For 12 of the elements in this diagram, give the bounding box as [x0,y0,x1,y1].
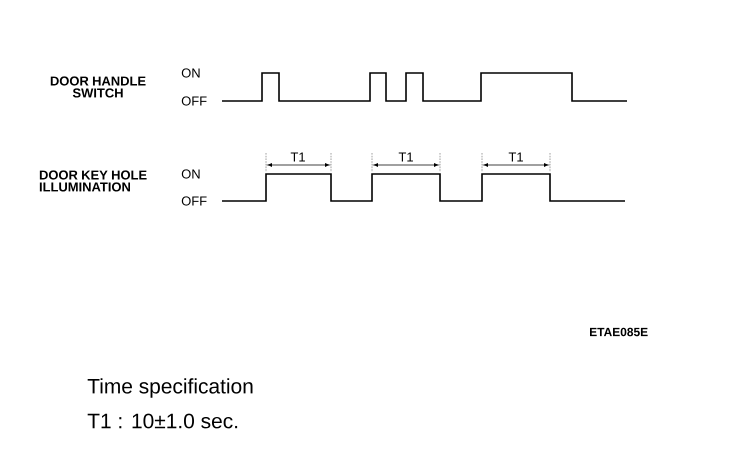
level-label: ON [182,169,200,179]
signal-name: DOOR KEY HOLE ILLUMINATION [40,170,147,192]
duration-label: T1 [508,152,523,162]
level-label: OFF [182,196,207,206]
note-text: Time specification [88,378,252,398]
duration-label: T1 [290,152,305,162]
note-text: T1 : 10±1.0 sec. [88,414,238,428]
level-label: OFF [182,96,207,106]
figure-code: ETAE085E [590,328,648,336]
level-label: ON [182,68,200,78]
duration-label: T1 [398,152,413,162]
signal-name: DOOR HANDLE SWITCH [50,76,146,98]
